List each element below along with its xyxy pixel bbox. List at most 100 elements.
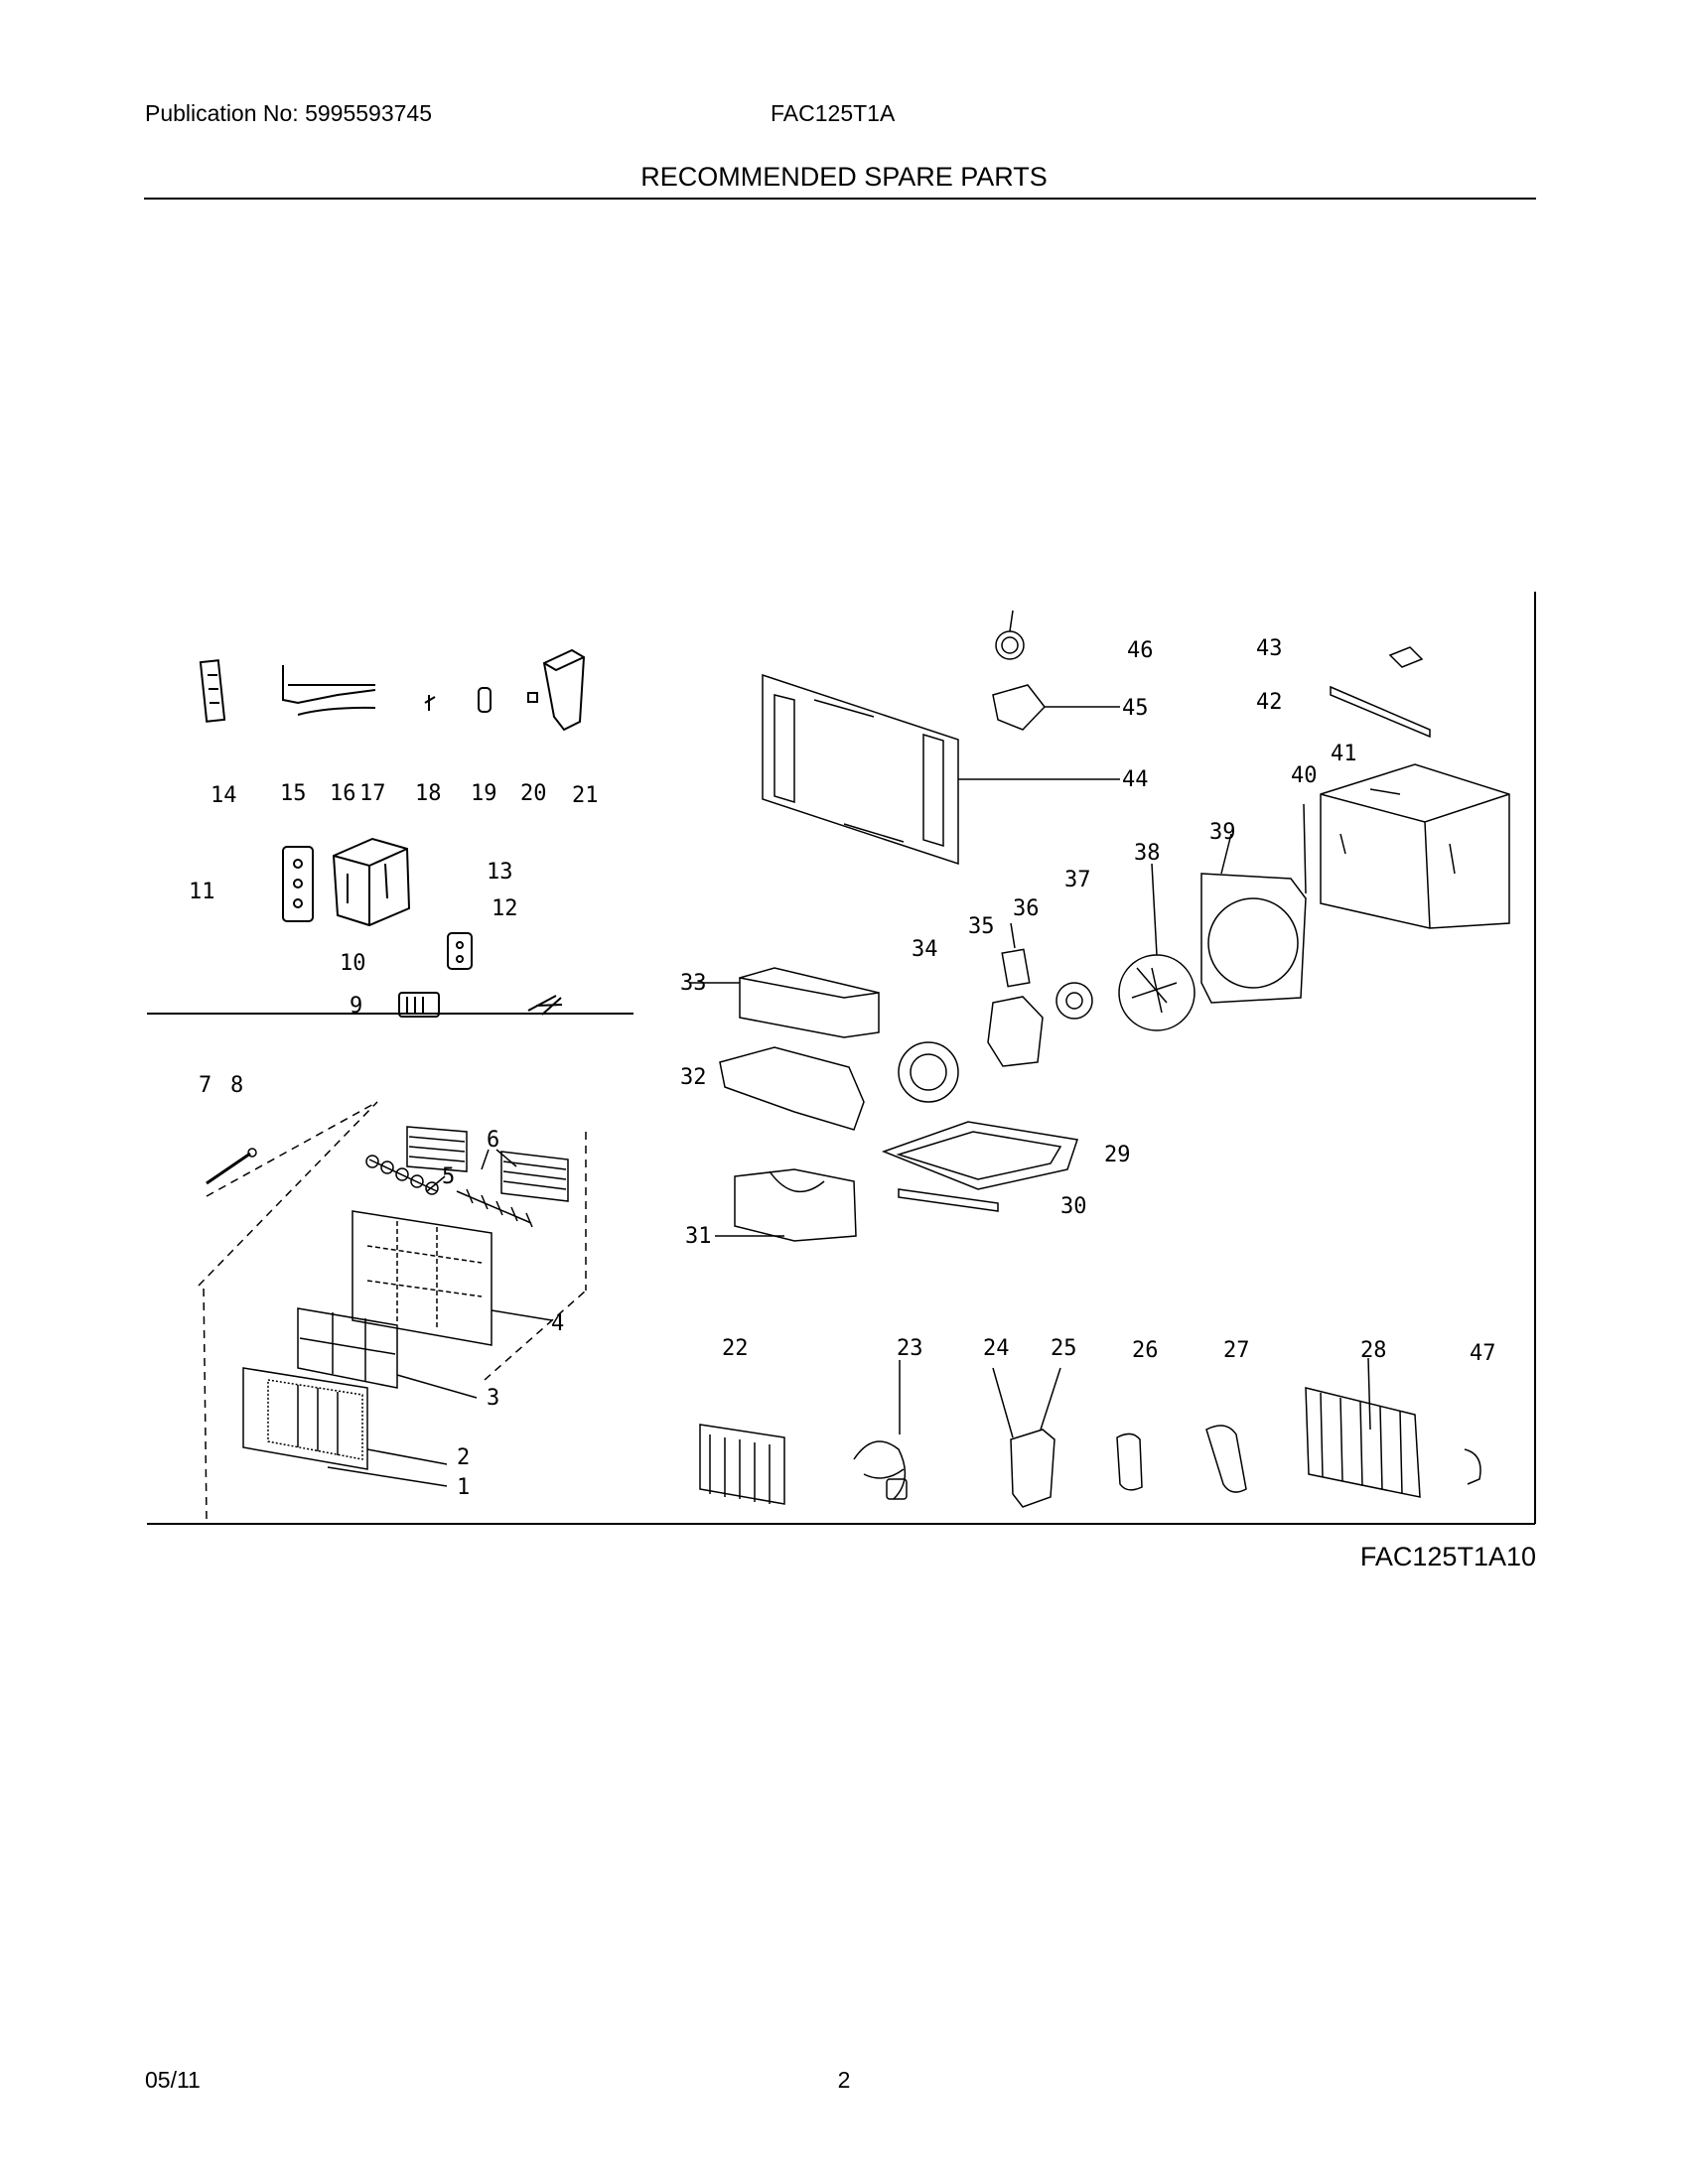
part-14-display-board — [199, 659, 226, 723]
callout-7: 7 — [199, 1073, 211, 1098]
part-1-2-front-grille — [242, 1367, 368, 1470]
callout-15: 15 — [280, 781, 307, 806]
callout-29: 29 — [1104, 1143, 1131, 1167]
callout-10: 10 — [340, 951, 366, 976]
page-title: RECOMMENDED SPARE PARTS — [640, 162, 1048, 192]
part-15-17-wire-harness — [282, 665, 376, 716]
callout-20: 20 — [520, 781, 547, 806]
part-9-capacitor — [398, 992, 440, 1018]
callout-2: 2 — [457, 1445, 470, 1470]
part-29-base-pan — [881, 1121, 1078, 1190]
callout-47: 47 — [1470, 1341, 1496, 1366]
callout-22: 22 — [722, 1336, 749, 1361]
callout-5: 5 — [442, 1164, 455, 1189]
callout-32: 32 — [680, 1065, 707, 1090]
callout-40: 40 — [1291, 763, 1318, 788]
page-number: 2 — [837, 2067, 851, 2093]
figure-id: FAC125T1A10 — [1359, 1542, 1536, 1571]
callout-labels: 1 2 3 4 5 6 7 8 9 10 11 12 13 14 15 16 1… — [189, 636, 1496, 1500]
part-6-louvre-left — [406, 1126, 468, 1172]
callout-14: 14 — [211, 783, 237, 808]
part-37-motor — [1055, 982, 1093, 1020]
callout-28: 28 — [1360, 1338, 1387, 1363]
part-40-rod — [1303, 803, 1307, 894]
callout-17: 17 — [359, 781, 386, 806]
part-26-tube — [1116, 1433, 1143, 1491]
part-6-louvre-right — [500, 1151, 569, 1202]
part-30-strip — [898, 1188, 999, 1212]
callout-12: 12 — [492, 896, 518, 921]
callout-35: 35 — [968, 914, 995, 939]
callout-46: 46 — [1127, 638, 1154, 663]
part-46-spring-coil — [995, 630, 1025, 660]
part-32-base-shroud — [719, 1046, 865, 1131]
publication-number: Publication No: 5995593745 — [145, 100, 433, 126]
callout-36: 36 — [1013, 896, 1040, 921]
callout-24: 24 — [983, 1336, 1010, 1361]
part-19-clip — [478, 687, 492, 713]
refrigeration-parts-group — [699, 1357, 1481, 1508]
callout-45: 45 — [1122, 696, 1149, 721]
callout-6: 6 — [487, 1128, 499, 1153]
callout-16: 16 — [330, 781, 356, 806]
control-parts-group — [199, 648, 586, 1018]
part-20-connector — [527, 692, 538, 703]
callout-34: 34 — [912, 937, 938, 962]
callout-23: 23 — [897, 1336, 923, 1361]
part-47-clip — [1464, 1448, 1481, 1485]
callout-33: 33 — [680, 971, 707, 996]
callout-44: 44 — [1122, 767, 1149, 792]
part-10-relay — [447, 932, 473, 970]
part-3-filter — [297, 1307, 398, 1389]
part-27-tube — [1205, 1425, 1247, 1493]
header-rule — [144, 198, 1536, 200]
part-18-sensor — [424, 695, 436, 711]
callout-9: 9 — [350, 994, 362, 1019]
part-42-seal-strip — [1330, 685, 1431, 739]
part-21-cover — [542, 648, 586, 732]
callout-21: 21 — [572, 783, 599, 808]
part-35-36-bracket — [987, 996, 1044, 1067]
part-45-bracket — [992, 684, 1046, 731]
part-9-wire — [527, 995, 563, 1016]
part-11-control-panel — [282, 846, 314, 922]
part-28-condenser — [1305, 1387, 1421, 1498]
callout-38: 38 — [1134, 841, 1161, 866]
callout-26: 26 — [1132, 1338, 1159, 1363]
callout-3: 3 — [487, 1386, 499, 1411]
callout-42: 42 — [1256, 690, 1283, 715]
front-panel-group — [198, 1101, 587, 1520]
part-7-8-rod — [206, 1152, 251, 1185]
chassis-parts-group — [690, 610, 1510, 1242]
part-39-shroud — [1200, 873, 1307, 1004]
callout-39: 39 — [1209, 820, 1236, 845]
callout-43: 43 — [1256, 636, 1283, 661]
callout-11: 11 — [189, 880, 215, 904]
callout-1: 1 — [457, 1475, 470, 1500]
callout-13: 13 — [487, 860, 513, 885]
part-4-front-frame — [352, 1210, 492, 1346]
callout-31: 31 — [685, 1224, 712, 1249]
part-12-13-control-box — [332, 837, 411, 927]
callout-18: 18 — [415, 781, 442, 806]
part-31-scroll-housing — [734, 1168, 857, 1242]
part-24-25-compressor — [1010, 1429, 1055, 1508]
part-44-window-frame — [762, 673, 959, 866]
part-23-tubing — [853, 1440, 907, 1500]
callout-4: 4 — [551, 1311, 564, 1336]
callout-25: 25 — [1051, 1336, 1077, 1361]
part-34-blower-wheel — [898, 1041, 959, 1103]
callout-19: 19 — [471, 781, 497, 806]
part-33-duct — [739, 967, 880, 1038]
callout-41: 41 — [1331, 742, 1357, 766]
footer-date: 05/11 — [145, 2067, 201, 2093]
part-43-clip — [1388, 646, 1424, 668]
callout-30: 30 — [1060, 1194, 1087, 1219]
callout-27: 27 — [1223, 1338, 1250, 1363]
part-22-evaporator — [699, 1424, 785, 1505]
model-number: FAC125T1A — [771, 100, 896, 126]
callout-37: 37 — [1064, 868, 1091, 892]
part-41-cabinet — [1320, 763, 1510, 929]
callout-8: 8 — [230, 1073, 243, 1098]
